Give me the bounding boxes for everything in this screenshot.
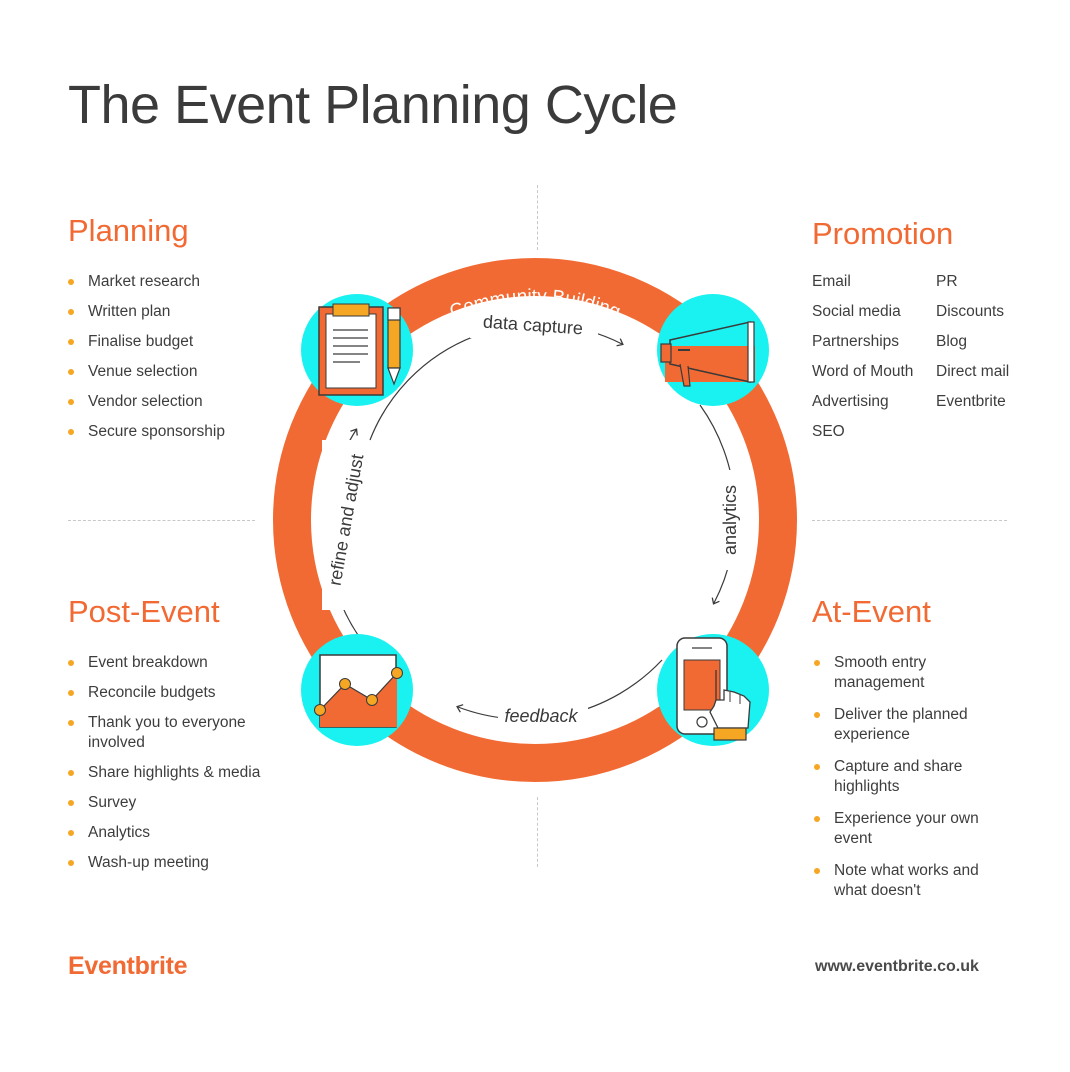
promotion-list-item: PR — [936, 273, 958, 290]
planning-list-item: Secure sponsorship — [68, 422, 308, 442]
post-event-list-item: Wash-up meeting — [68, 853, 273, 873]
promotion-list-item: Discounts — [936, 303, 1005, 320]
feedback-label: feedback — [504, 706, 578, 726]
divider-top — [537, 185, 538, 250]
analytics-label: analytics — [720, 485, 740, 555]
planning-list-item: Written plan — [68, 302, 308, 322]
outer-ring — [273, 258, 797, 782]
post-event-list-item: Share highlights & media — [68, 763, 273, 783]
post-event-list-item: Thank you to everyone involved — [68, 713, 273, 753]
divider-left — [68, 520, 255, 521]
promotion-list-item: Direct mail — [936, 363, 1010, 380]
page-title: The Event Planning Cycle — [68, 75, 678, 135]
promotion-title: Promotion — [812, 216, 954, 251]
planning-list-item: Finalise budget — [68, 332, 308, 352]
website-url[interactable]: www.eventbrite.co.uk — [815, 958, 979, 975]
eventbrite-logo[interactable]: Eventbrite — [68, 952, 188, 980]
divider-right — [812, 520, 1007, 521]
at-event-title: At-Event — [812, 594, 931, 629]
megaphone-icon — [657, 294, 769, 406]
post-event-list-item: Survey — [68, 793, 273, 813]
at-event-list-item: Deliver the planned experience — [814, 705, 989, 745]
divider-bottom — [537, 797, 538, 867]
at-event-list-item: Experience your own event — [814, 809, 989, 849]
post-event-list-item: Event breakdown — [68, 653, 273, 673]
mobile-phone-icon — [657, 634, 769, 746]
planning-list-item: Venue selection — [68, 362, 308, 382]
promotion-list-item: Advertising — [812, 393, 889, 410]
promotion-list-item: Partnerships — [812, 333, 900, 350]
at-event-list-item: Capture and share highlights — [814, 757, 989, 797]
promotion-list-item: Blog — [936, 333, 968, 350]
promotion-list-item: Email — [812, 273, 851, 290]
at-event-list-item: Smooth entry management — [814, 653, 989, 693]
post-event-title: Post-Event — [68, 594, 220, 629]
line-chart-icon — [301, 634, 413, 746]
planning-list-item: Market research — [68, 272, 308, 292]
at-event-list-item: Note what works and what doesn't — [814, 861, 989, 901]
post-event-list-item: Analytics — [68, 823, 273, 843]
promotion-list-item: SEO — [812, 423, 845, 440]
promotion-list-item: Word of Mouth — [812, 363, 914, 380]
promotion-list-item: Social media — [812, 303, 901, 320]
post-event-list-item: Reconcile budgets — [68, 683, 273, 703]
planning-list-item: Vendor selection — [68, 392, 308, 412]
planning-title: Planning — [68, 213, 189, 248]
promotion-list-item: Eventbrite — [936, 393, 1006, 410]
clipboard-icon — [301, 294, 413, 406]
